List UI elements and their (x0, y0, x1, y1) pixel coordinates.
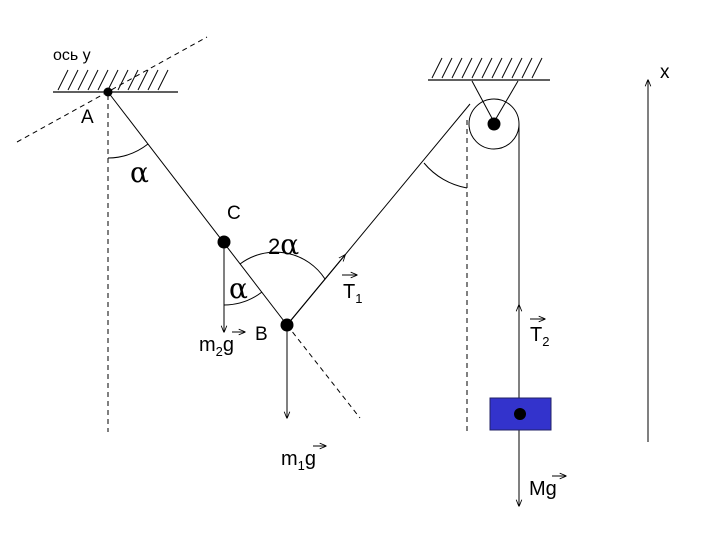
m2g-subscript: 2 (216, 344, 223, 359)
rope-extension-dashed (286, 324, 361, 419)
svg-text:m1g: m1g (281, 448, 316, 473)
point-a-label: A (81, 107, 94, 128)
force-m1g-label: m1g (281, 446, 326, 473)
t2-subscript: 2 (542, 334, 549, 349)
angle-arc-pulley (423, 162, 468, 189)
alpha-label-c: α (229, 272, 248, 305)
force-t1-label: T1 (342, 275, 362, 306)
force-m2g-label: m2g (199, 332, 245, 359)
m1g-subscript: 1 (298, 458, 305, 473)
angle-arc-a (107, 143, 149, 159)
t1-subscript: 1 (355, 291, 362, 306)
force-t2-label: T2 (530, 319, 549, 349)
point-a-dot (103, 87, 113, 97)
force-mg-label: Mg (529, 476, 566, 500)
axis-y-dashed (16, 36, 208, 143)
svg-text:Mg: Mg (529, 478, 557, 500)
svg-text:T1: T1 (343, 281, 362, 306)
axis-y-label: ось y (53, 47, 91, 64)
point-c-dot (217, 235, 231, 249)
svg-text:T2: T2 (530, 324, 549, 349)
point-b-label: B (255, 324, 268, 345)
angle-arc-c (223, 291, 263, 306)
block-center-dot (514, 408, 526, 420)
force-t1-arrow (286, 255, 345, 326)
alpha-label-a: α (130, 156, 149, 189)
svg-text:m2g: m2g (199, 334, 234, 359)
rope-a-b (107, 91, 288, 326)
point-c-label: C (227, 203, 241, 224)
m2g-m: m (199, 334, 216, 356)
two-alpha-label: 2α (268, 228, 299, 261)
t2-t: T (530, 324, 542, 346)
t1-t: T (343, 281, 355, 303)
pulley (468, 80, 520, 150)
mg-m: M (529, 478, 546, 500)
axis-x-label: x (660, 62, 670, 83)
m1g-m: m (281, 448, 298, 470)
two-alpha-coefficient: 2 (268, 234, 280, 259)
ceiling-support-left (53, 69, 178, 93)
ceiling-support-right (428, 57, 550, 81)
angle-arc-2alpha (239, 251, 326, 280)
m2g-g: g (223, 334, 234, 356)
mg-g: g (546, 478, 557, 500)
two-alpha-symbol: α (280, 228, 299, 261)
m1g-g: g (305, 448, 316, 470)
